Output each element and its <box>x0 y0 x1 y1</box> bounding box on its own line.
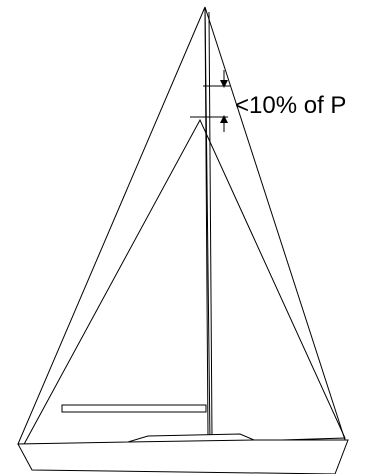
boom <box>61 404 207 413</box>
hull <box>17 433 349 474</box>
mast-front <box>204 6 209 438</box>
forestay <box>204 6 346 441</box>
mainsail <box>17 6 211 445</box>
mast-back <box>208 11 213 438</box>
deck-line <box>127 439 255 443</box>
annotation-label: <10% of P <box>235 92 346 119</box>
headsail <box>21 118 346 449</box>
